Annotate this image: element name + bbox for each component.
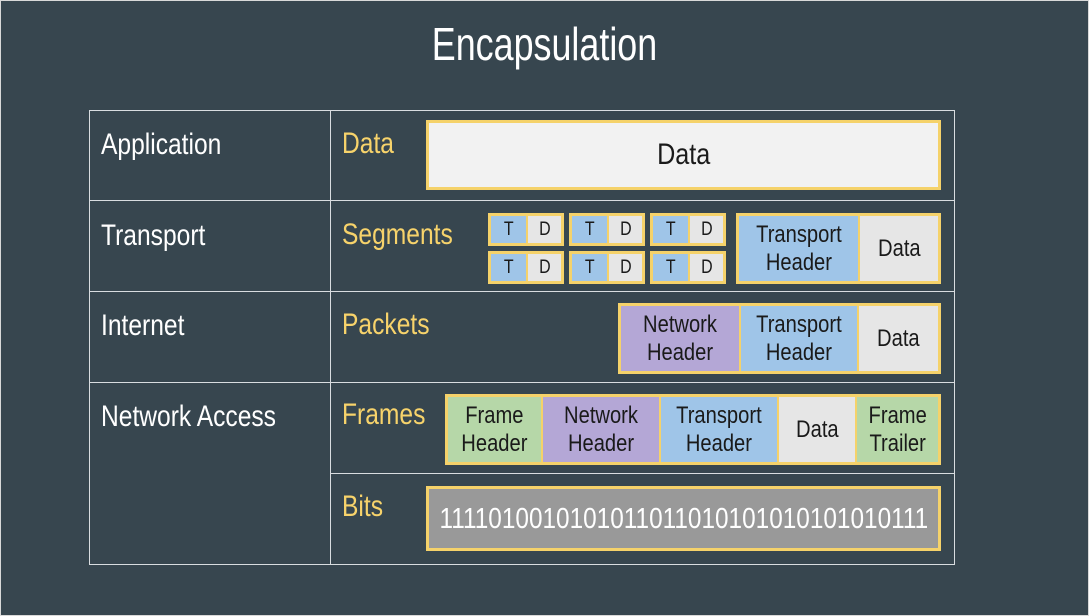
layer-transport-label: Transport (101, 219, 206, 252)
data-cell: D (688, 254, 723, 281)
bits-block: 1111010010101011011010101010101010111 (426, 486, 941, 551)
data-cell: Data (777, 397, 855, 462)
unit-bits-label: Bits (342, 490, 384, 523)
transport-cell: T (653, 216, 688, 243)
layer-internet-label: Internet (101, 309, 185, 342)
page-title: Encapsulation (431, 18, 658, 70)
frame-header-cell: Frame Header (448, 397, 541, 462)
bits-cell: 1111010010101011011010101010101010111 (429, 489, 938, 548)
encapsulation-table (89, 110, 955, 565)
segment-mini: T D (488, 213, 564, 246)
row-divider (330, 473, 955, 474)
transport-cell: T (653, 254, 688, 281)
frame-trailer-cell: Frame Trailer (855, 397, 938, 462)
data-cell: D (607, 216, 642, 243)
network-header-cell: Network Header (621, 306, 739, 371)
row-divider (89, 200, 955, 201)
unit-segments-label: Segments (342, 218, 453, 251)
data-cell: D (526, 216, 561, 243)
frame-block: Frame Header Network Header Transport He… (445, 394, 941, 465)
transport-cell: T (572, 216, 607, 243)
column-divider (330, 110, 331, 565)
transport-header-cell: Transport Header (739, 306, 857, 371)
segment-mini: T D (650, 251, 726, 284)
data-cell: D (607, 254, 642, 281)
segment-mini: T D (569, 251, 645, 284)
transport-cell: T (491, 216, 526, 243)
transport-header-cell: Transport Header (659, 397, 777, 462)
layer-application-label: Application (101, 128, 222, 161)
segment-block: Transport Header Data (736, 213, 941, 284)
segment-mini: T D (569, 213, 645, 246)
unit-frames-label: Frames (342, 398, 426, 431)
row-divider (89, 382, 955, 383)
data-cell: Data (429, 123, 938, 187)
data-cell: D (688, 216, 723, 243)
row-divider (89, 291, 955, 292)
segment-mini: T D (488, 251, 564, 284)
layer-network-access-label: Network Access (101, 400, 276, 433)
application-data-block: Data (426, 120, 941, 190)
unit-data-label: Data (342, 127, 394, 160)
transport-cell: T (572, 254, 607, 281)
data-cell: D (526, 254, 561, 281)
network-header-cell: Network Header (541, 397, 659, 462)
unit-packets-label: Packets (342, 308, 430, 341)
data-cell: Data (857, 306, 938, 371)
data-cell: Data (858, 216, 938, 281)
segment-mini: T D (650, 213, 726, 246)
transport-header-cell: Transport Header (739, 216, 858, 281)
packet-block: Network Header Transport Header Data (618, 303, 941, 374)
transport-cell: T (491, 254, 526, 281)
